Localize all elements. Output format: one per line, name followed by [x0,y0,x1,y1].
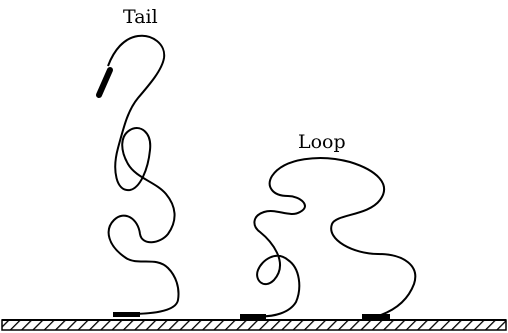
tail-end-segment [96,67,113,98]
tail-chain [107,34,180,315]
anchor-left [113,312,140,317]
tail-label: Tail [123,6,158,28]
substrate-surface [1,319,507,331]
loop-label: Loop [298,131,346,153]
anchor-right [362,314,390,319]
anchor-middle [240,314,266,319]
loop-chain [252,157,417,318]
